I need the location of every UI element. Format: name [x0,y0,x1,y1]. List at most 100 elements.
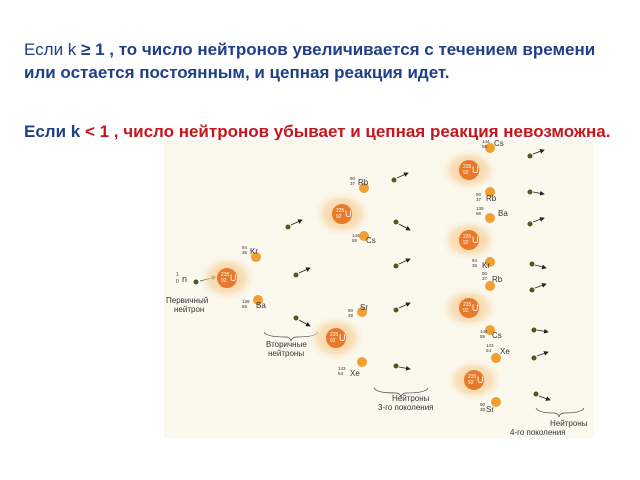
svg-text:Cs: Cs [494,140,504,148]
neutron-arrow [538,395,551,401]
svg-text:U: U [472,165,479,175]
svg-text:Rb: Rb [486,194,497,203]
neutron-arrow [534,264,547,270]
svg-text:U: U [345,209,352,219]
svg-text:139: 139 [476,206,484,211]
fragment-sr [357,307,367,317]
svg-text:235: 235 [336,208,345,214]
neutron [393,219,399,225]
svg-text:55: 55 [352,238,358,243]
svg-text:38: 38 [348,313,354,318]
svg-text:Kr: Kr [482,261,490,270]
fragment-xe [491,353,501,363]
neutron [391,177,397,183]
uranium-nucleus: 235 92 U [197,254,257,302]
svg-text:56: 56 [476,211,482,216]
svg-text:235: 235 [468,374,477,380]
fourth-gen-label: Нейтроны [550,419,588,428]
neutron-arrow [298,319,311,327]
uranium-nucleus: 235 92 U [439,218,499,262]
svg-text:92: 92 [330,338,336,344]
svg-text:90: 90 [480,402,486,407]
svg-text:Xe: Xe [350,369,360,378]
primary-neutron-symbol: 1 0 n [176,272,187,285]
svg-text:U: U [230,273,237,283]
svg-text:144: 144 [352,233,360,238]
svg-text:Rb: Rb [358,178,369,187]
svg-text:235: 235 [463,164,472,170]
svg-text:92: 92 [336,214,342,220]
neutron-arrow [532,190,545,196]
third-gen-label-2: 3-го поколения [378,403,434,412]
fragment-rb [485,281,495,291]
svg-text:55: 55 [482,144,488,149]
svg-text:36: 36 [472,263,478,268]
neutron-arrow [536,328,549,334]
neutron [393,263,399,269]
fragment-cs [359,231,369,241]
uranium-nucleus: 235 92 U [439,286,499,330]
svg-text:U: U [477,375,484,385]
svg-text:1: 1 [176,272,179,278]
svg-text:38: 38 [480,407,486,412]
svg-text:U: U [339,333,346,343]
svg-text:37: 37 [476,197,482,202]
svg-text:Ba: Ba [498,209,508,218]
fragment-rb [359,183,369,193]
svg-text:Ba: Ba [256,301,266,310]
neutron-arrow [396,172,409,179]
neutron [293,315,299,321]
neutron [285,224,291,230]
svg-text:Cs: Cs [492,331,502,340]
primary-label: Первичный [166,296,208,305]
neutron [531,327,537,333]
neutron-arrow [532,149,545,155]
primary-label-2: нейтрон [174,305,204,314]
fourth-gen-label-2: 4-го поколения [510,428,566,437]
svg-text:94: 94 [472,258,478,263]
neutron [527,189,533,195]
svg-text:37: 37 [482,276,488,281]
secondary-label-2: нейтроны [268,349,304,358]
fourth-gen-brace [535,407,585,418]
svg-text:143: 143 [486,343,494,348]
fragment-rb [485,187,495,197]
svg-text:94: 94 [242,245,248,250]
svg-text:92: 92 [463,170,469,176]
neutron [533,391,539,397]
fragment-ba [485,213,495,223]
chain-reaction-svg: 1 0 n 235 92 U 94 36 Kr 139 56 Ba Первич… [166,140,588,437]
svg-text:37: 37 [350,181,356,186]
svg-text:235: 235 [221,272,230,278]
svg-text:235: 235 [463,302,472,308]
svg-text:139: 139 [242,299,250,304]
chain-reaction-diagram: 1 0 n 235 92 U 94 36 Kr 139 56 Ba Первич… [164,140,594,438]
svg-text:55: 55 [480,334,486,339]
neutron-arrow [398,302,411,309]
neutron [531,355,537,361]
neutron-arrow [532,217,545,223]
neutron [393,307,399,313]
fragment-ba [253,295,263,305]
svg-text:Cs: Cs [366,236,376,245]
neutron [529,287,535,293]
svg-text:90: 90 [348,308,354,313]
svg-text:Rb: Rb [492,275,503,284]
svg-text:235: 235 [463,234,472,240]
uranium-nucleus: 235 92 U [439,148,499,192]
svg-text:Sr: Sr [486,405,494,414]
svg-text:92: 92 [468,380,474,386]
svg-text:54: 54 [338,371,344,376]
neutron [393,363,399,369]
neutron-arrow [534,283,547,289]
svg-text:56: 56 [242,304,248,309]
fragment-kr [485,257,495,267]
svg-text:144: 144 [482,140,490,144]
statement-lead: Если k [24,40,77,59]
svg-text:54: 54 [486,348,492,353]
fragment-cs [485,325,495,335]
svg-text:36: 36 [242,250,248,255]
secondary-label: Вторичные [266,340,307,349]
fragment-cs [485,143,495,153]
third-gen-brace [373,387,429,398]
